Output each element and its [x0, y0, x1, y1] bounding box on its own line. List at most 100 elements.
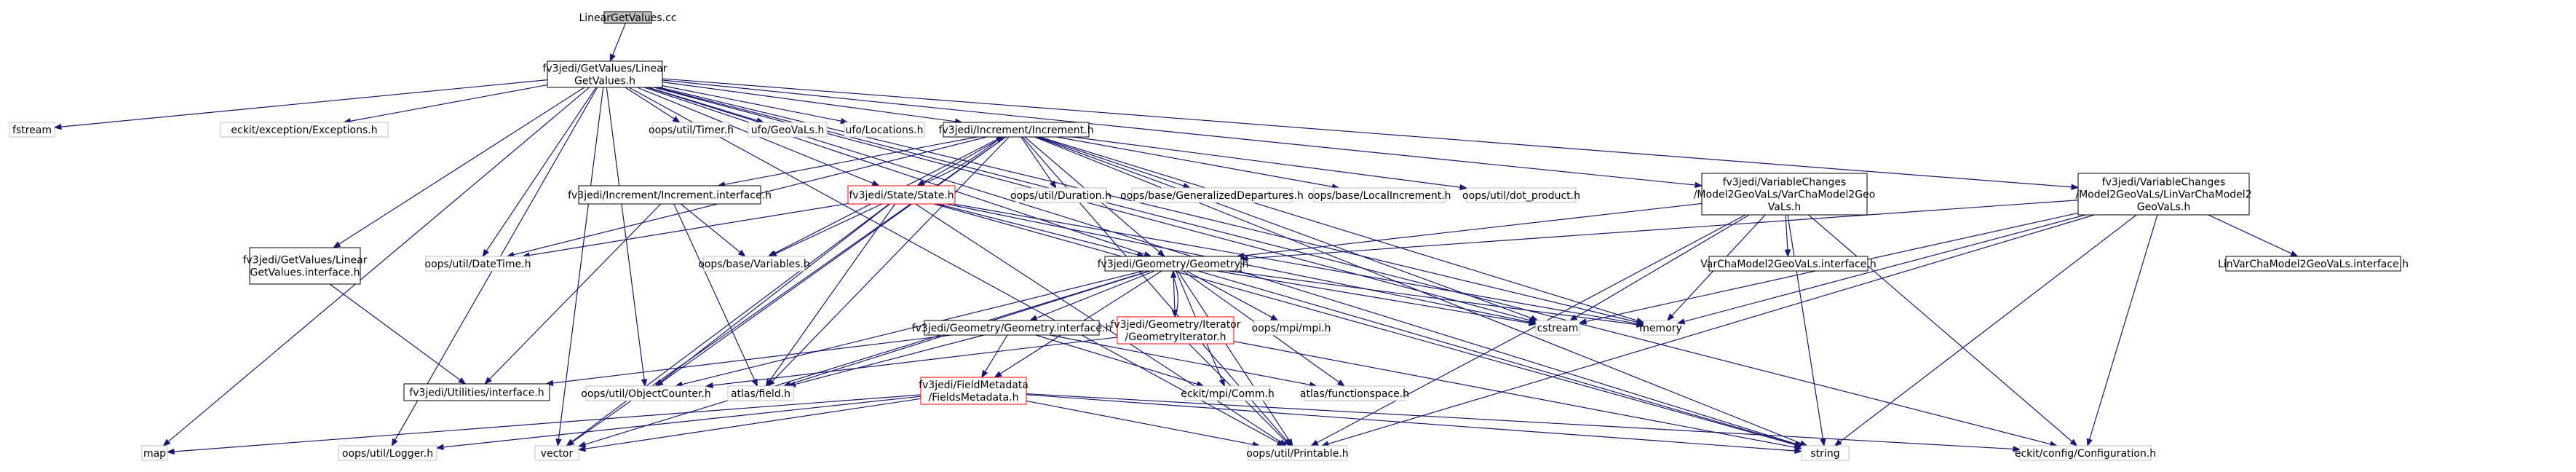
edge-state-to-objcnt — [654, 203, 890, 387]
edge-arrowhead — [1578, 318, 1588, 325]
edge-line — [443, 396, 922, 448]
edge-line — [662, 79, 1696, 186]
node-vc1if[interactable]: VarChaModel2GeoVaLs.interface.h — [1700, 256, 1876, 272]
edge-line — [1072, 136, 1461, 188]
node-state[interactable]: fv3jedi/State/State.h — [847, 185, 956, 205]
node-locincr: oops/base/LocalIncrement.h — [1307, 187, 1451, 203]
edge-arrowhead — [577, 445, 587, 452]
node-box — [727, 385, 794, 401]
edge-arrowhead — [765, 378, 773, 388]
node-box — [844, 122, 925, 138]
edge-geomit-to-objcnt — [705, 337, 1118, 389]
node-eckitexc: eckit/exception/Exceptions.h — [220, 122, 389, 138]
node-vc2if[interactable]: LinVarChaModel2GeoVaLs.interface.h — [2218, 256, 2409, 272]
node-incr[interactable]: fv3jedi/Increment/Increment.h — [939, 122, 1094, 138]
edge-arrowhead — [654, 379, 663, 387]
node-vc1[interactable]: fv3jedi/VariableChanges/Model2GeoVaLs/Va… — [1694, 173, 1876, 216]
node-label: ufo/Locations.h — [846, 125, 924, 136]
edge-arrowhead — [458, 377, 467, 385]
node-label: LinVarChaModel2GeoVaLs.interface.h — [2218, 259, 2409, 270]
edge-arrowhead — [2086, 438, 2093, 447]
edge-line — [1177, 270, 1290, 441]
edge-line — [2089, 214, 2158, 440]
node-label: memory — [1639, 323, 1682, 334]
node-box — [1313, 187, 1446, 203]
edge-arrowhead — [1820, 438, 1826, 447]
node-geomit[interactable]: fv3jedi/Geometry/Iterator/GeometryIterat… — [1110, 316, 1241, 345]
node-box — [924, 320, 1100, 336]
edge-line — [769, 203, 896, 382]
node-box — [534, 445, 579, 461]
node-label: fv3jedi/State/State.h — [849, 190, 954, 202]
node-box — [1104, 256, 1242, 272]
node-geomif[interactable]: fv3jedi/Geometry/Geometry.interface.h — [912, 320, 1112, 336]
edge-incr-to-dotprod — [1072, 136, 1468, 191]
node-lgvif[interactable]: fv3jedi/GetValues/LinearGetValues.interf… — [242, 247, 368, 285]
edge-arrowhead — [1029, 315, 1038, 321]
edge-line — [60, 79, 548, 127]
edge-arrowhead — [1794, 447, 1803, 455]
node-label: fv3jedi/FieldMetadata — [919, 379, 1029, 391]
node-label: fv3jedi/VariableChanges — [2102, 177, 2226, 189]
edge-geom-to-geomif — [1029, 270, 1155, 321]
node-box — [748, 122, 828, 138]
edge-arrowhead — [2013, 446, 2021, 452]
edge-line — [606, 87, 645, 380]
node-label: oops/base/Variables.h — [698, 259, 809, 270]
node-box — [249, 247, 361, 285]
node-map: map — [141, 445, 168, 461]
edge-line — [486, 87, 597, 251]
edge-line — [1034, 136, 1802, 444]
edge-arrowhead — [1459, 184, 1468, 191]
node-vc2[interactable]: fv3jedi/VariableChanges/Model2GeoVaLs/Li… — [2075, 173, 2252, 216]
edge-arrowhead — [1569, 314, 1578, 321]
edge-arrowhead — [1157, 249, 1165, 257]
edge-incr-to-state — [916, 136, 1004, 186]
edge-vc2-to-memory — [1676, 214, 2086, 325]
node-root[interactable]: LinearGetValues.cc — [579, 11, 677, 24]
edge-geomif-to-fieldmeta — [981, 334, 1008, 379]
node-ufogeo: ufo/GeoVaLs.h — [748, 122, 828, 138]
edge-line — [1037, 136, 1184, 186]
edge-arrowhead — [2069, 438, 2078, 447]
node-memory: memory — [1639, 320, 1682, 336]
node-incrif[interactable]: fv3jedi/Increment/Increment.interface.h — [568, 185, 772, 205]
node-box — [2077, 173, 2250, 216]
edge-vc2-to-printable — [1320, 214, 2095, 447]
node-ufoloc: ufo/Locations.h — [844, 122, 925, 138]
node-label: oops/util/Duration.h — [1010, 190, 1111, 202]
edge-arrowhead — [555, 438, 562, 447]
edge-arrowhead — [705, 382, 713, 389]
edge-vc1-to-string — [1787, 214, 1826, 447]
edge-incrif-to-utilif — [484, 203, 662, 385]
edge-lgvh-to-lgvif — [333, 87, 585, 248]
edge-line — [794, 334, 984, 385]
node-box — [703, 256, 805, 272]
node-label: /FieldsMetadata.h — [929, 392, 1019, 404]
node-utilif[interactable]: fv3jedi/Utilities/interface.h — [403, 383, 550, 401]
node-label: fv3jedi/Utilities/interface.h — [409, 388, 544, 399]
edge-line — [1050, 334, 1310, 385]
node-label: eckit/mpi/Comm.h — [1181, 388, 1275, 400]
node-box — [943, 122, 1090, 138]
node-box — [1184, 385, 1271, 401]
node-geom[interactable]: fv3jedi/Geometry/Geometry.h — [1098, 256, 1249, 272]
node-vector: vector — [534, 445, 579, 461]
edge-vc1-to-printable — [1310, 214, 1746, 447]
edge-line — [917, 139, 998, 186]
edge-lgvh-to-incr — [662, 82, 964, 125]
node-atlasfs: atlas/functionspace.h — [1300, 385, 1409, 401]
edge-incrif-to-variables — [680, 203, 746, 257]
edge-arrowhead — [871, 180, 881, 186]
edge-state-to-incr — [917, 136, 1004, 186]
node-lgvh[interactable]: fv3jedi/GetValues/LinearGetValues.h — [542, 60, 667, 88]
edge-line — [1026, 394, 1796, 452]
node-box — [1466, 187, 1577, 203]
edge-geomif-to-utilif — [545, 334, 952, 387]
node-fieldmeta[interactable]: fv3jedi/FieldMetadata/FieldsMetadata.h — [919, 377, 1029, 405]
edge-geom-to-vector — [577, 270, 1150, 448]
edge-arrowhead — [641, 379, 648, 388]
node-label: eckit/exception/Exceptions.h — [231, 125, 377, 136]
node-box — [403, 383, 550, 401]
edge-line — [628, 87, 1279, 444]
